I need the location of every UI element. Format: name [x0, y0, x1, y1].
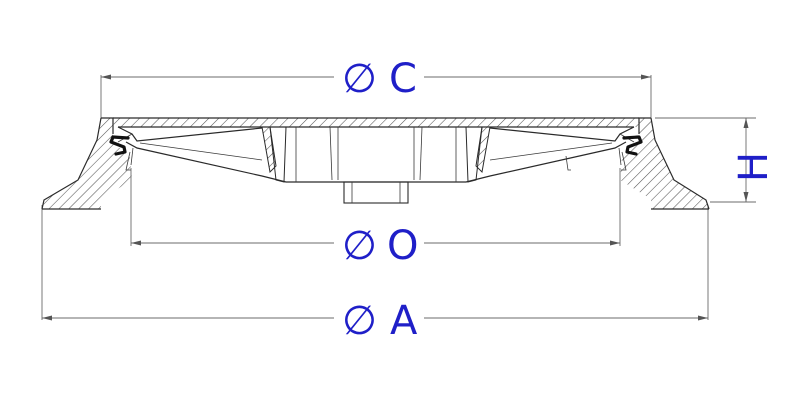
dimension-h-label: H — [731, 152, 777, 182]
dimension-letter-h: H — [731, 152, 777, 182]
cover-rib-right-outer — [475, 126, 491, 174]
cover-rib-right-inner — [465, 126, 483, 183]
seal-right — [622, 135, 643, 156]
cover-rib-left-outer — [261, 126, 277, 174]
diameter-symbol-c: ∅ — [342, 56, 377, 102]
dimension-letter-o: O — [387, 223, 418, 269]
cover-top-plate — [113, 117, 639, 128]
seal-left — [109, 135, 130, 156]
cover-inner-ribs — [295, 126, 457, 182]
diameter-symbol-o: ∅ — [342, 223, 377, 269]
diameter-symbol-a: ∅ — [342, 298, 377, 344]
dimension-letter-c: C — [389, 56, 417, 102]
dimension-a-line — [41, 205, 709, 321]
dimension-h-line — [655, 117, 756, 203]
dimension-o-label: ∅ O — [342, 223, 418, 269]
frame-left — [41, 117, 132, 210]
cover-underside — [125, 141, 627, 183]
dimension-c-line — [100, 74, 652, 118]
dimension-a-label: ∅ A — [342, 298, 418, 344]
dimension-c-label: ∅ C — [342, 56, 417, 102]
cover-central-boss — [343, 181, 409, 204]
dimension-letter-a: A — [390, 298, 418, 344]
frame-right — [620, 117, 710, 210]
cover-rib-left-inner — [269, 126, 287, 183]
dimension-o-line — [130, 168, 621, 246]
cover-rim — [117, 126, 635, 143]
